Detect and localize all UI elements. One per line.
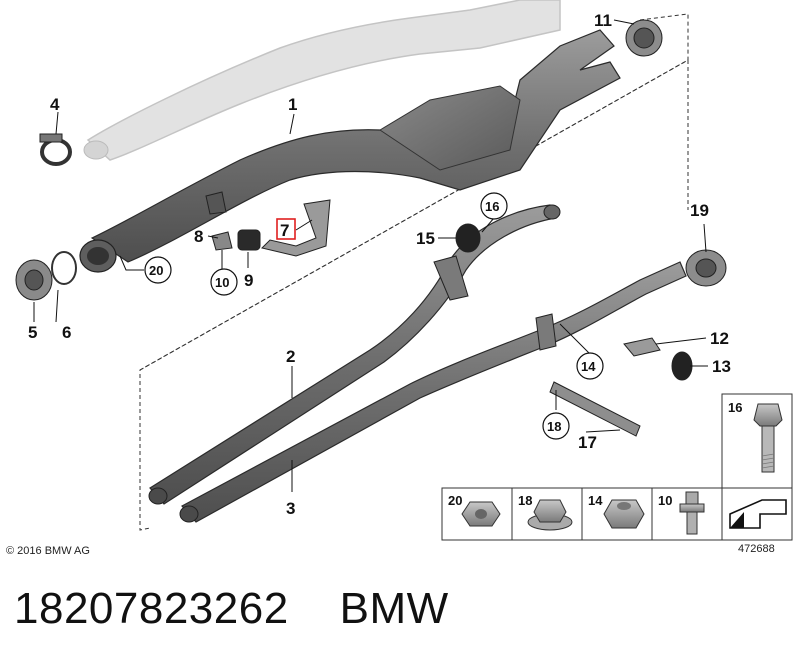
brand-name: BMW	[339, 584, 449, 633]
callout-8: 8	[194, 227, 203, 246]
hex-nut-icon	[603, 499, 645, 529]
callout-18-circle	[542, 412, 570, 440]
front-pipe-1	[79, 29, 621, 273]
callout-16: 16	[485, 199, 499, 214]
legend-num-20: 20	[448, 493, 462, 508]
small-parts	[15, 19, 727, 437]
callout-18: 18	[547, 419, 561, 434]
callout-20: 20	[149, 263, 163, 278]
callout-4: 4	[50, 95, 60, 114]
bolt-number: 16	[728, 400, 742, 415]
bolt-icon	[753, 403, 783, 427]
callout-19: 19	[690, 201, 709, 220]
bolt-detail-box: 16	[721, 393, 793, 489]
fastener-legend: 20 18 14 10	[441, 487, 793, 541]
callout-14: 14	[581, 359, 596, 374]
legend-num-14: 14	[588, 493, 603, 508]
callout-5: 5	[28, 323, 37, 342]
callout-12: 12	[710, 329, 729, 348]
copyright-text: © 2016 BMW AG	[6, 545, 90, 557]
callout-1: 1	[288, 95, 297, 114]
callout-2: 2	[286, 347, 295, 366]
assembly-outline	[139, 13, 689, 531]
image-number: 472688	[738, 543, 775, 555]
callout-15: 15	[416, 229, 435, 248]
legend-num-18: 18	[518, 493, 532, 508]
callout-17: 17	[578, 433, 597, 452]
callout-6: 6	[62, 323, 71, 342]
leader-lines	[33, 19, 708, 492]
washer-nut-icon	[533, 499, 567, 523]
callout-3: 3	[286, 499, 295, 518]
ghost-rear-silencer	[83, 0, 561, 161]
part-number-line: 18207823262 BMW	[14, 584, 449, 634]
callout-20-circle	[144, 256, 172, 284]
part-number: 18207823262	[14, 584, 289, 633]
callout-10-circle	[210, 268, 238, 296]
center-pipes-2-3	[148, 204, 687, 523]
callout-10: 10	[215, 275, 229, 290]
callout-7-highlight	[276, 218, 296, 240]
stud-bolt-icon	[685, 491, 699, 505]
direction-arrow-icon	[729, 499, 787, 529]
callout-11: 11	[594, 11, 612, 30]
callout-9: 9	[244, 271, 253, 290]
callout-7: 7	[280, 221, 289, 240]
callout-16-circle	[480, 192, 508, 220]
callouts: 1 2 3 4 5 6 7 8 9 10 11 12 13 14 15 16 1…	[28, 11, 731, 518]
legend-num-10: 10	[658, 493, 672, 508]
callout-14-circle	[576, 352, 604, 380]
callout-13: 13	[712, 357, 731, 376]
